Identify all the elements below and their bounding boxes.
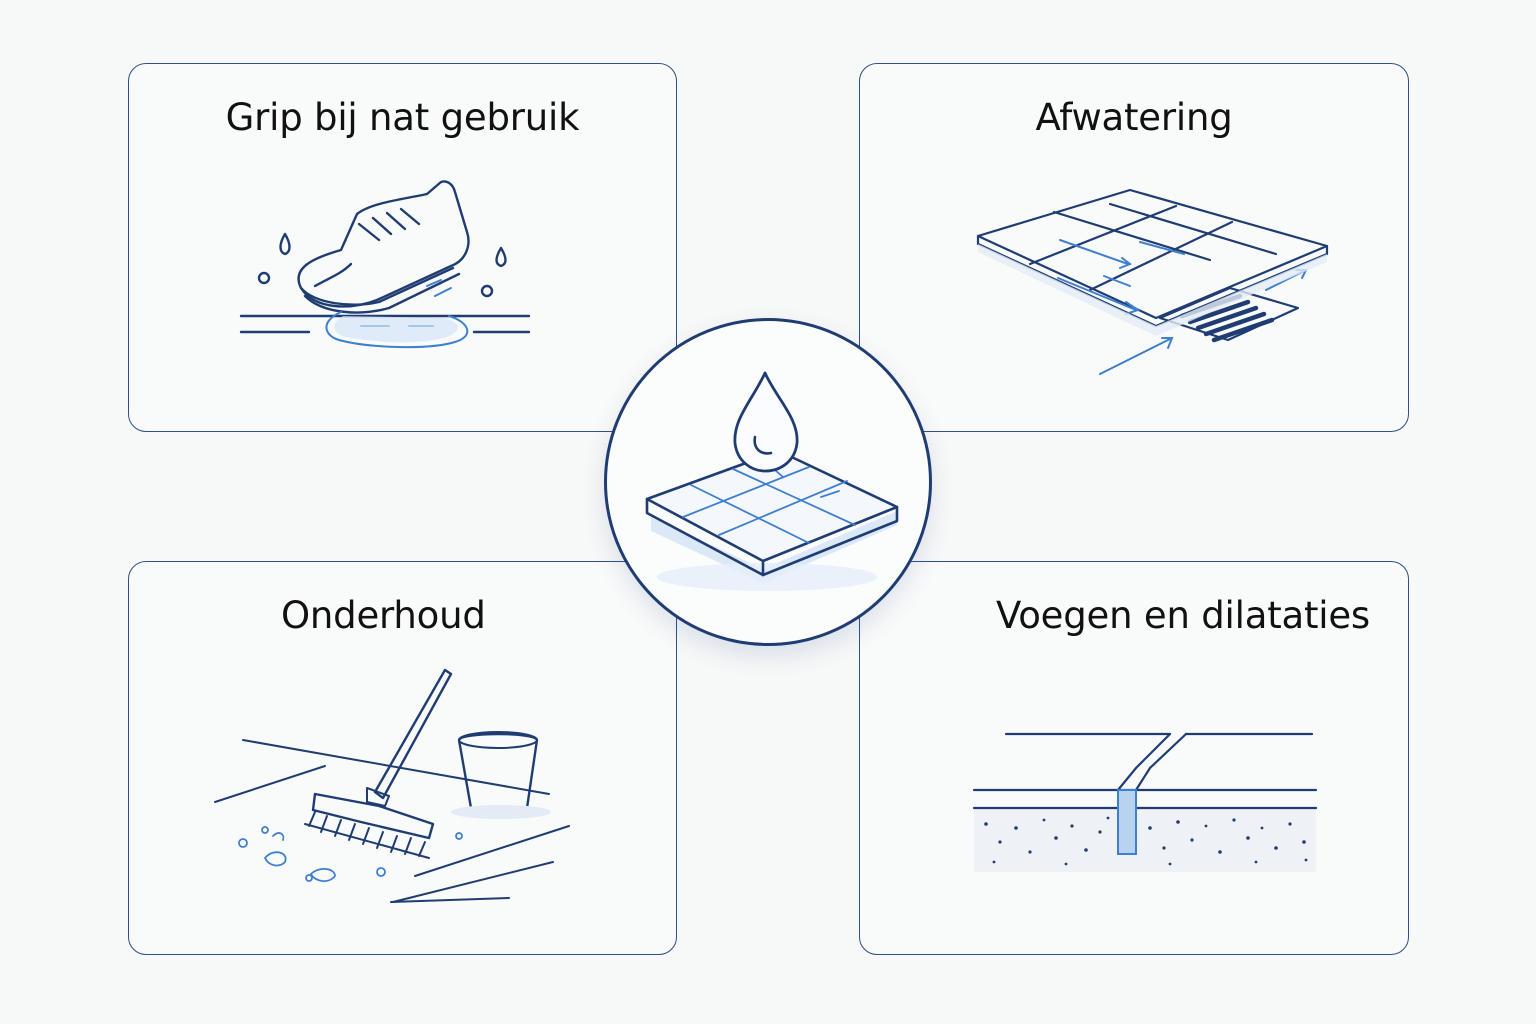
panel-title-maintenance: Onderhoud — [281, 594, 486, 637]
panel-title-grip: Grip bij nat gebruik — [225, 96, 580, 139]
panel-drainage: Afwatering — [859, 63, 1409, 432]
floor-drain-icon — [976, 188, 1329, 375]
panel-joints: Voegen en dilataties — [859, 561, 1409, 955]
panel-grip: Grip bij nat gebruik — [128, 63, 677, 432]
expansion-joint-icon — [972, 732, 1318, 872]
wet-shoe-icon — [239, 180, 531, 349]
center-hub — [604, 318, 932, 646]
broom-bucket-icon — [214, 668, 570, 903]
panel-maintenance: Onderhoud — [128, 561, 677, 955]
panel-title-joints: Voegen en dilataties — [996, 594, 1371, 637]
panel-title-drainage: Afwatering — [1035, 96, 1233, 139]
water-drop-on-tile-icon — [645, 371, 899, 591]
